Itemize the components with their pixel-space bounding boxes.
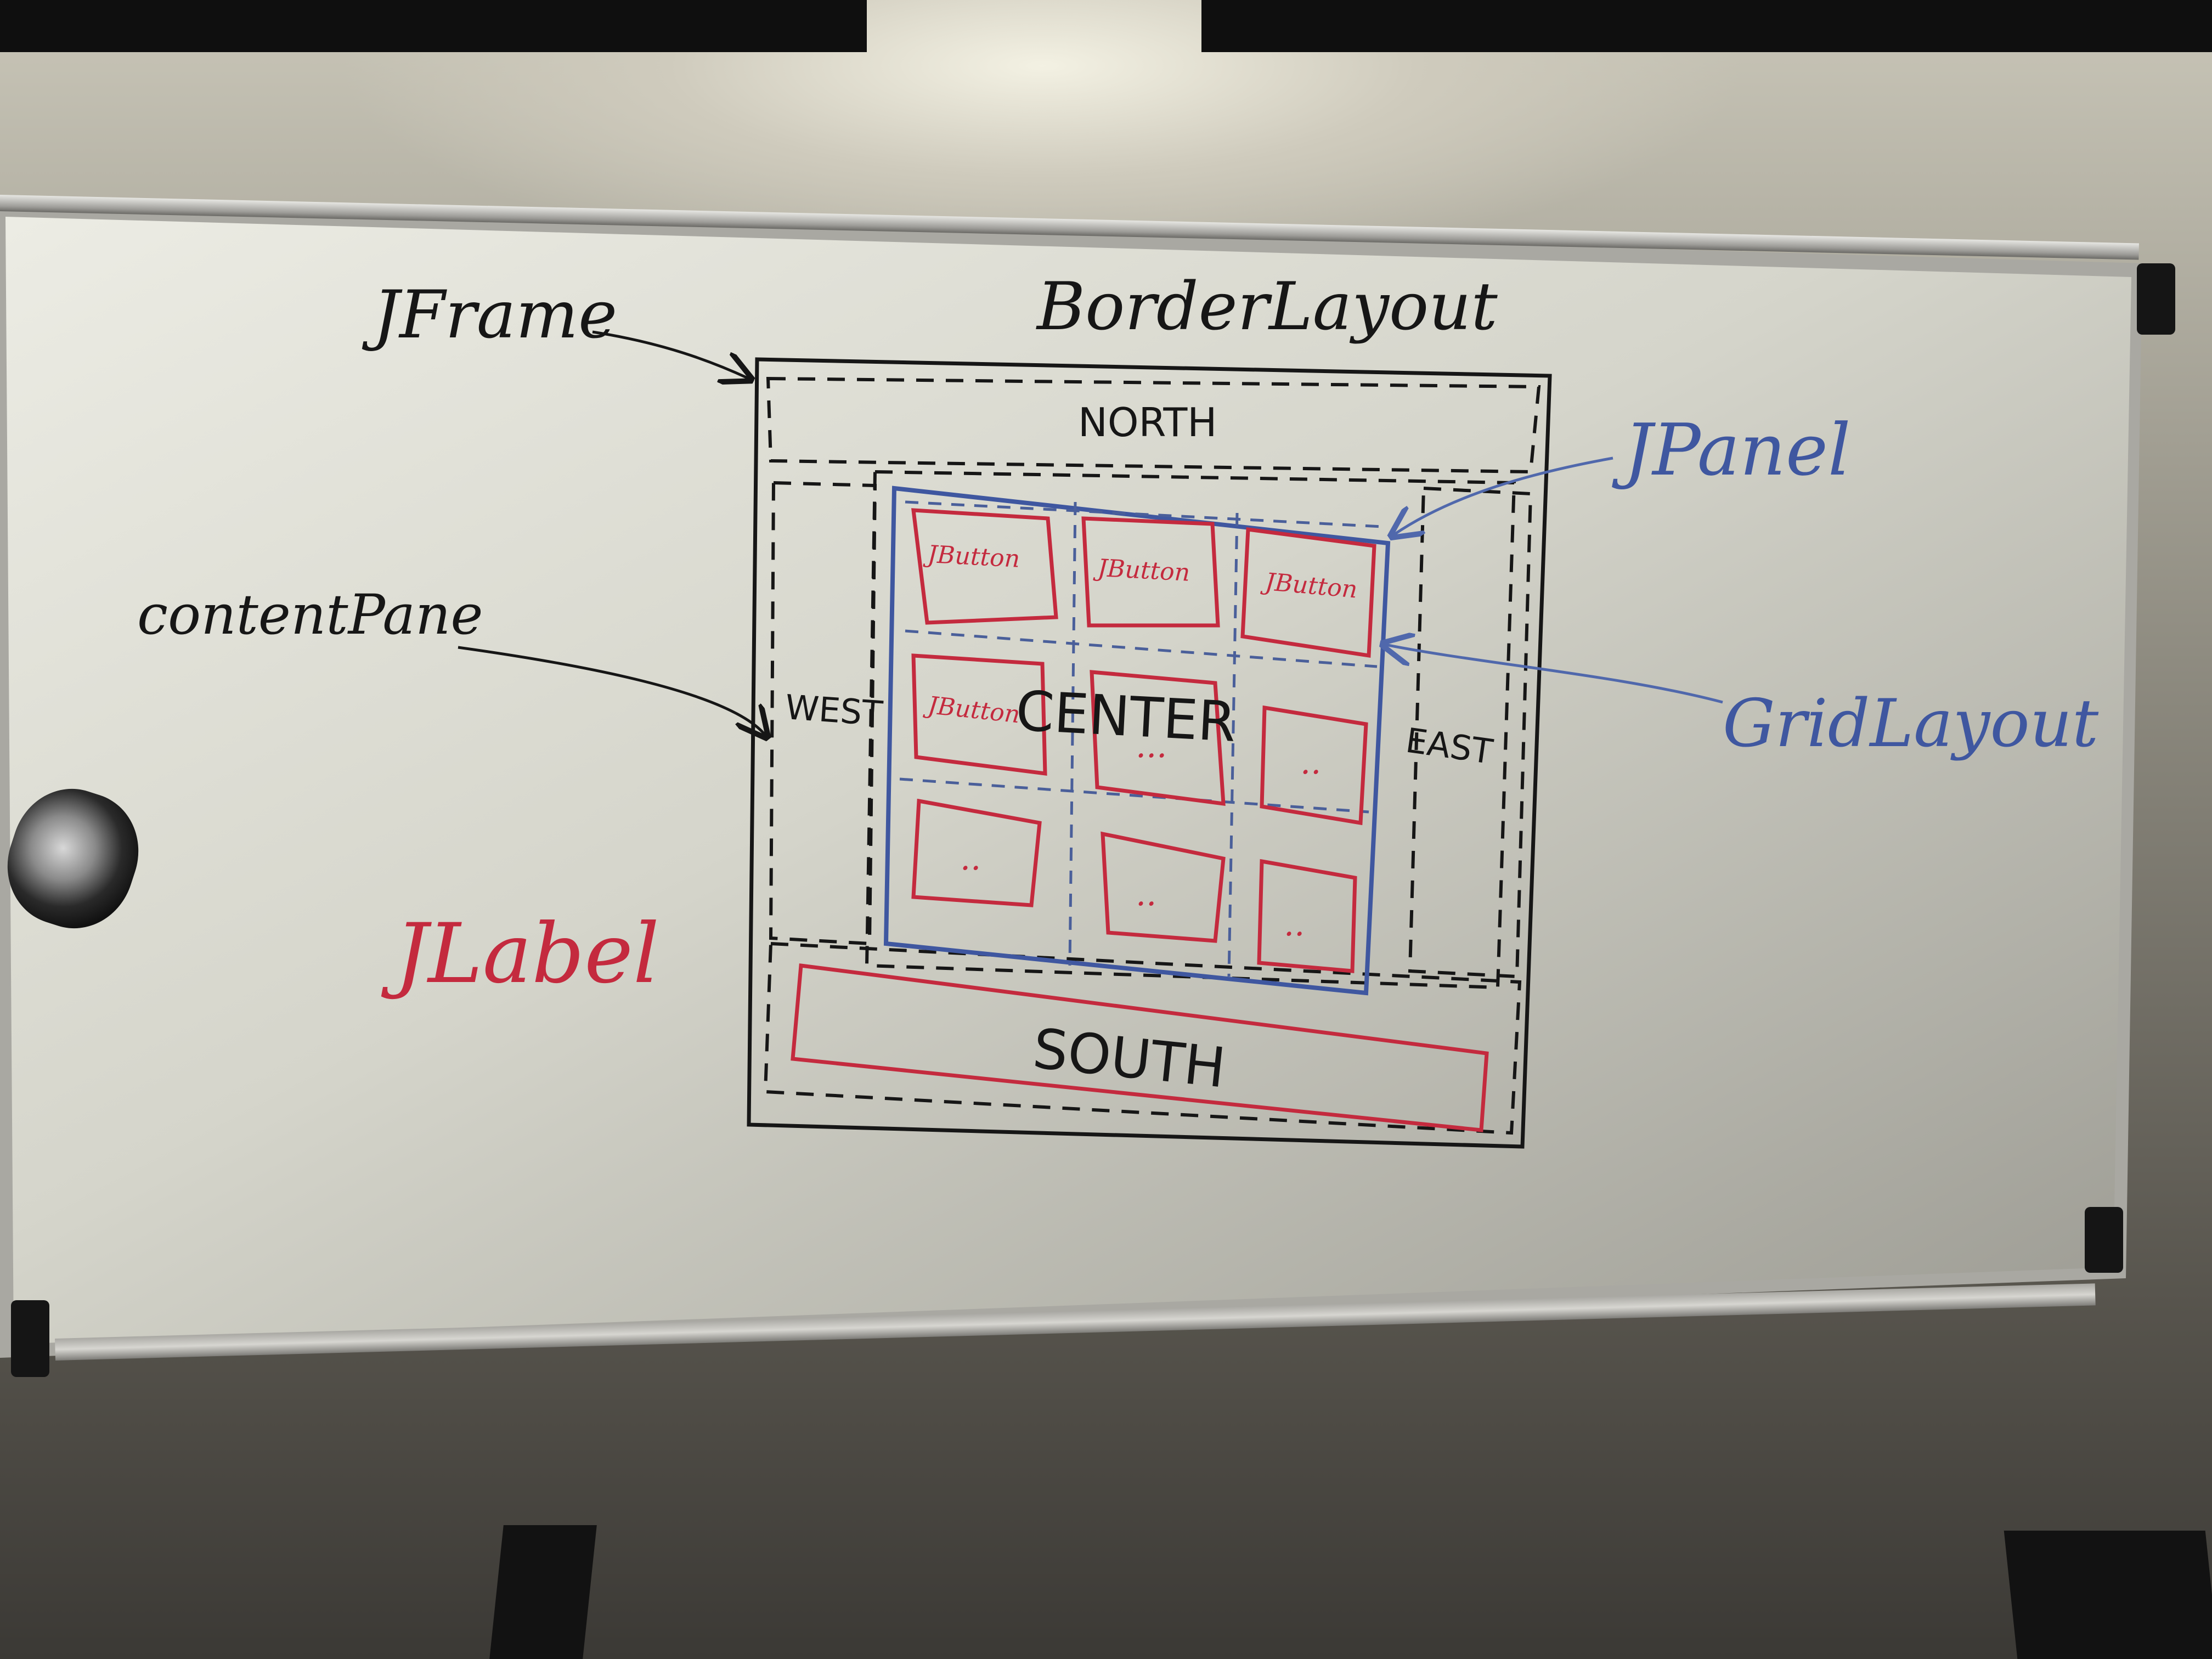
jframe-outline [747,357,1552,1149]
south-region [763,941,1522,1135]
frame-corner-top-right [2137,263,2175,335]
content-pane-label: contentPane [137,583,483,647]
frame-corner-bottom-left [11,1300,49,1377]
frame-corner-bottom-right [2085,1207,2123,1273]
grid-button-label-7: .. [960,839,981,878]
grid-button-1 [911,508,1058,625]
jframe-arrow [592,330,749,379]
grid-button-label-8: .. [1136,875,1156,913]
jpanel-outline [883,486,1391,996]
jframe-label: JFrame [362,277,617,353]
gridlayout-label: GridLayout [1723,686,2099,762]
whiteboard-surface [5,217,2131,1344]
gridlayout-dividers [899,500,1383,977]
gridlayout-arrow [1385,645,1723,704]
north-label: NORTH [1078,399,1217,445]
west-region [769,481,877,946]
grid-button-label-5: ... [1136,727,1167,765]
grid-button-2 [1081,516,1220,628]
grid-button-label-2: JButton [1092,554,1190,587]
grid-button-label-1: JButton [922,540,1020,573]
west-label: WEST [784,687,884,733]
grid-button-8 [1101,831,1226,943]
jpanel-label: JPanel [1612,408,1851,492]
cubicle-divider-right [2004,1531,2212,1659]
cubicle-divider-left [489,1525,597,1659]
jlabel-label: JLabel [381,906,659,1002]
grid-button-7 [911,798,1042,907]
grid-buttons [911,508,1376,973]
jpanel-arrow [1393,456,1613,535]
content-pane-arrow [458,646,765,735]
board-title: BorderLayout [1036,269,1498,345]
ceiling-light-right [1201,0,2212,52]
south-jlabel-box [791,963,1489,1132]
grid-button-6 [1260,705,1368,826]
grid-button-label-6: .. [1300,743,1321,782]
north-region [766,376,1541,474]
grid-button-label-9: .. [1284,905,1305,944]
grid-button-3 [1240,527,1376,658]
ceiling-light-left [0,0,867,52]
grid-button-4 [911,653,1047,776]
east-region [1408,486,1533,979]
grid-button-5 [1090,670,1226,806]
center-label: CENTER [1014,679,1238,754]
grid-button-9 [1257,859,1357,973]
center-region [865,470,1516,990]
